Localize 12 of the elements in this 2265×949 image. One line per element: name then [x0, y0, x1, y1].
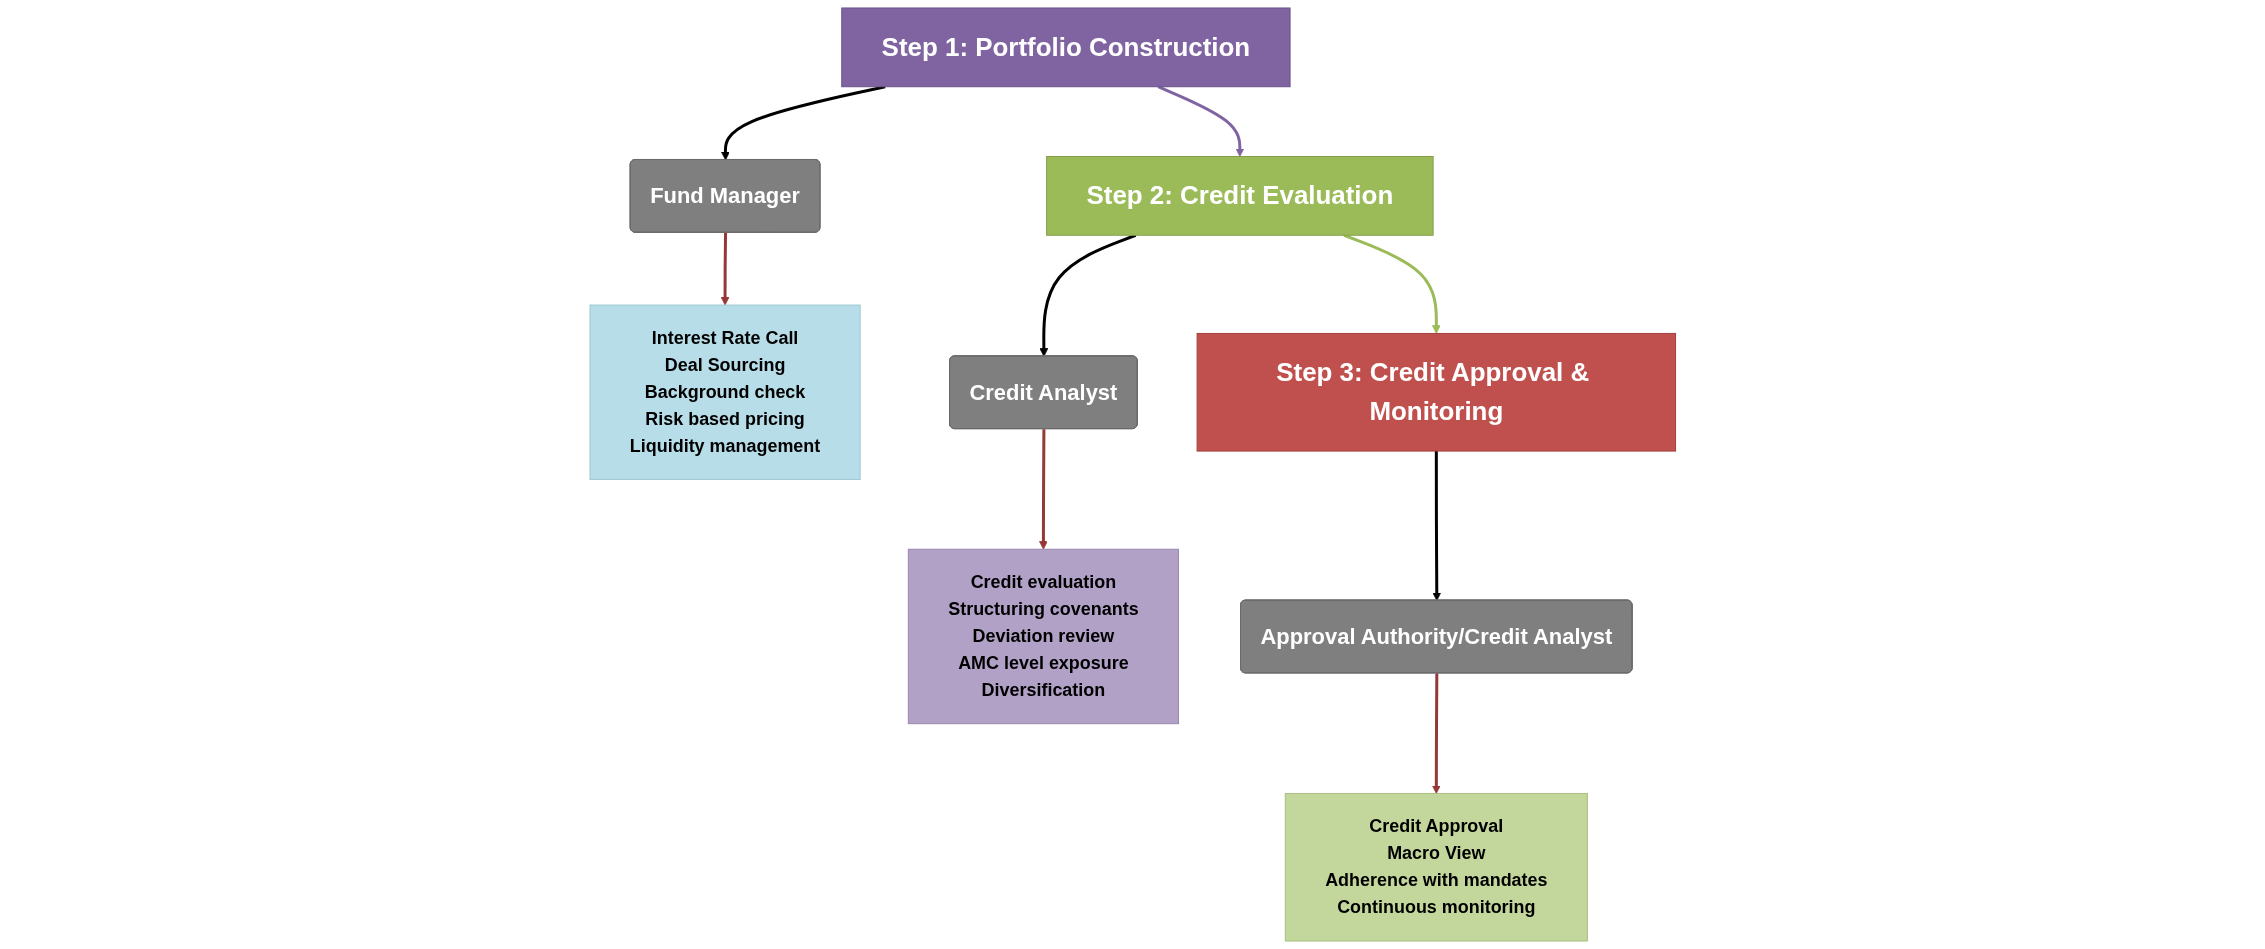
arrow: [1431, 673, 1441, 794]
node-box: Step 2: Credit Evaluation: [1045, 156, 1434, 236]
node-box: Interest Rate Call Deal Sourcing Background check Risk based pricing Liquidity management: [589, 304, 861, 480]
arrow: [1157, 85, 1244, 157]
arrow: [1432, 451, 1441, 601]
arrow: [720, 85, 886, 161]
node-box: Credit Approval Macro View Adherence with mandates Continuous monitoring: [1284, 793, 1588, 942]
node-box: Step 1: Portfolio Construction: [840, 7, 1291, 88]
node-box: Step 3: Credit Approval & Monitoring: [1196, 332, 1676, 452]
arrow: [720, 232, 730, 306]
arrow: [1038, 429, 1048, 550]
node-box: Credit evaluation Structuring covenants Deviation review AMC level exposure Diversification: [907, 548, 1179, 725]
